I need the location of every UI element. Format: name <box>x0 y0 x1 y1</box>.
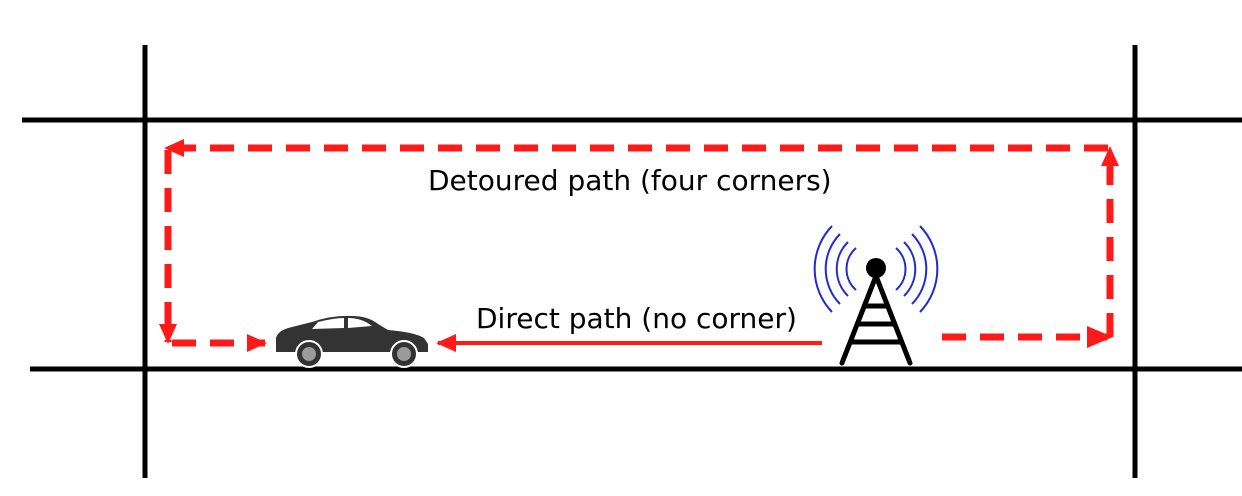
tower-structure <box>839 273 913 366</box>
detoured-path <box>159 139 1119 352</box>
detoured-path-label: Detoured path (four corners) <box>428 164 832 197</box>
car-icon <box>276 315 428 368</box>
cell-tower-icon <box>813 225 939 366</box>
detour-arrowhead-right-bottom <box>1087 326 1113 348</box>
antenna-top <box>866 258 886 278</box>
signal-waves <box>813 225 939 313</box>
direct-path-label: Direct path (no corner) <box>476 302 797 335</box>
